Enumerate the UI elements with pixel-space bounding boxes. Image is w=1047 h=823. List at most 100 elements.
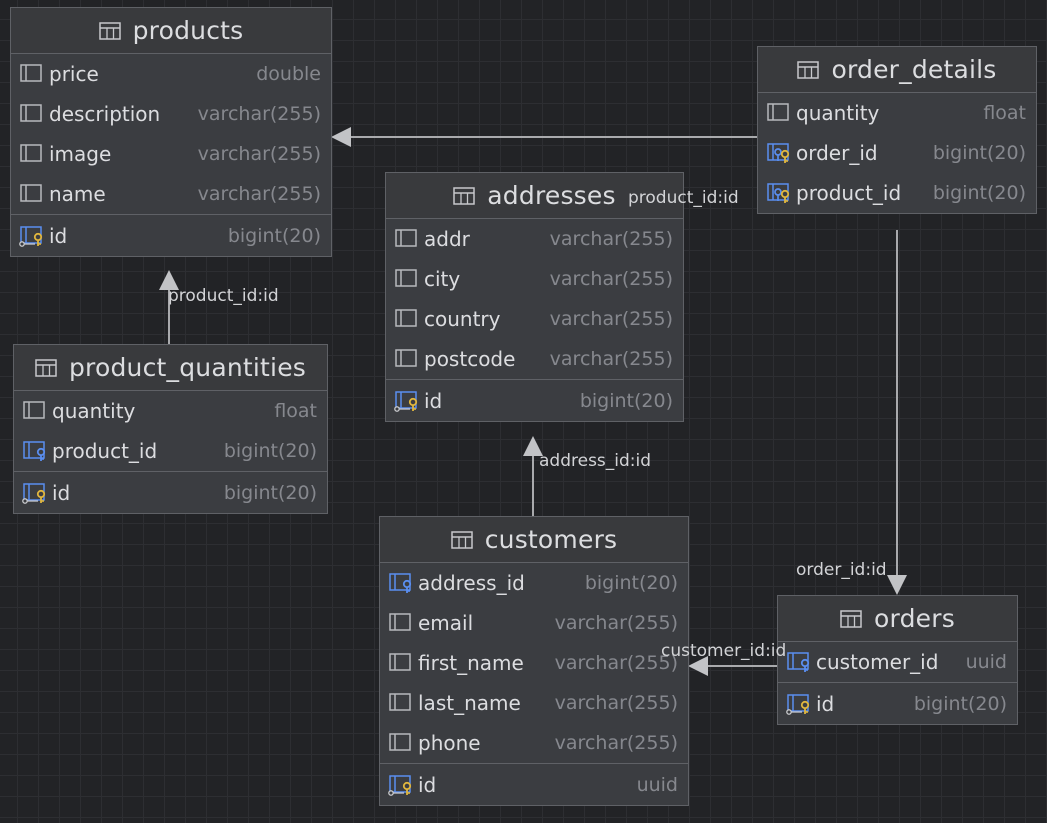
column-type: varchar(255) [554, 732, 678, 754]
table-name: order_details [831, 55, 997, 84]
column-icon [18, 103, 49, 125]
column-icon [765, 102, 796, 124]
table-icon [797, 60, 820, 79]
column-row-last-name[interactable]: last_name varchar(255) [380, 683, 688, 723]
edge-label-order-details-products: product_id:id [628, 188, 739, 208]
column-name: id [52, 480, 71, 505]
column-row-quantity[interactable]: quantity float [14, 391, 327, 431]
table-header[interactable]: addresses [386, 173, 683, 219]
table-header[interactable]: customers [380, 517, 688, 563]
column-name: id [418, 772, 437, 797]
column-icon [393, 228, 424, 250]
table-header[interactable]: orders [778, 596, 1017, 642]
edge-label-product-quantities-products: product_id:id [168, 286, 279, 306]
primary-key-icon [21, 482, 52, 504]
column-type: float [983, 102, 1026, 124]
column-type: varchar(255) [197, 183, 321, 205]
column-type: bigint(20) [584, 572, 678, 594]
column-row-description[interactable]: description varchar(255) [11, 94, 331, 134]
arrowhead-orders [887, 575, 907, 595]
column-row-image[interactable]: image varchar(255) [11, 134, 331, 174]
table-icon [35, 358, 57, 377]
table-header[interactable]: products [11, 8, 331, 54]
column-type: double [256, 63, 321, 85]
column-type: varchar(255) [554, 612, 678, 634]
column-name: first_name [418, 651, 524, 675]
edge-label-customers-addresses: address_id:id [539, 451, 652, 471]
table-name: orders [874, 604, 955, 633]
table-products[interactable]: products price double description varchar(25… [10, 7, 332, 257]
table-icon [98, 21, 121, 40]
column-icon [393, 308, 424, 330]
column-icon [387, 692, 418, 714]
table-name: product_quantities [68, 353, 307, 382]
edge-label-order-details-orders: order_id:id [796, 560, 887, 580]
column-type: varchar(255) [197, 143, 321, 165]
column-type: varchar(255) [549, 348, 673, 370]
column-type: bigint(20) [227, 224, 321, 247]
column-row-city[interactable]: city varchar(255) [386, 259, 683, 299]
column-type: bigint(20) [579, 389, 673, 412]
column-icon [18, 143, 49, 165]
column-type: uuid [965, 651, 1007, 673]
primary-key-icon [393, 390, 424, 412]
arrowhead-products [331, 127, 351, 147]
column-name: price [49, 62, 99, 86]
column-name: quantity [52, 399, 136, 423]
column-type: bigint(20) [932, 182, 1026, 204]
column-type: float [274, 400, 317, 422]
column-name: last_name [418, 691, 521, 715]
column-name: id [424, 388, 443, 413]
edge-label-orders-customers: customer_id:id [661, 641, 787, 661]
column-name: description [49, 102, 161, 126]
column-icon [387, 612, 418, 634]
column-type: bigint(20) [223, 440, 317, 462]
column-name: image [49, 142, 112, 166]
column-type: varchar(255) [554, 692, 678, 714]
column-name: city [424, 267, 461, 291]
column-icon [387, 732, 418, 754]
column-row-email[interactable]: email varchar(255) [380, 603, 688, 643]
column-type: varchar(255) [549, 268, 673, 290]
column-type: varchar(255) [197, 103, 321, 125]
table-product-quantities[interactable]: product_quantities quantity float product_i… [13, 344, 328, 514]
column-name: email [418, 611, 474, 635]
column-row-id[interactable]: id bigint(20) [14, 471, 327, 513]
column-row-product-id[interactable]: product_id bigint(20) [14, 431, 327, 471]
table-name: addresses [487, 181, 616, 210]
table-header[interactable]: order_details [758, 47, 1036, 93]
column-name: postcode [424, 347, 516, 371]
column-row-phone[interactable]: phone varchar(255) [380, 723, 688, 763]
primary-key-icon [387, 774, 418, 796]
primary-foreign-key-icon [765, 142, 796, 164]
column-icon [387, 652, 418, 674]
column-row-postcode[interactable]: postcode varchar(255) [386, 339, 683, 379]
column-row-price[interactable]: price double [11, 54, 331, 94]
column-icon [21, 400, 52, 422]
column-icon [18, 183, 49, 205]
primary-key-icon [785, 693, 816, 715]
column-row-id[interactable]: id bigint(20) [386, 379, 683, 421]
column-name: product_id [52, 439, 158, 463]
table-header[interactable]: product_quantities [14, 345, 327, 391]
primary-key-icon [18, 225, 49, 247]
column-name: phone [418, 731, 481, 755]
column-type: bigint(20) [223, 481, 317, 504]
column-name: country [424, 307, 501, 331]
